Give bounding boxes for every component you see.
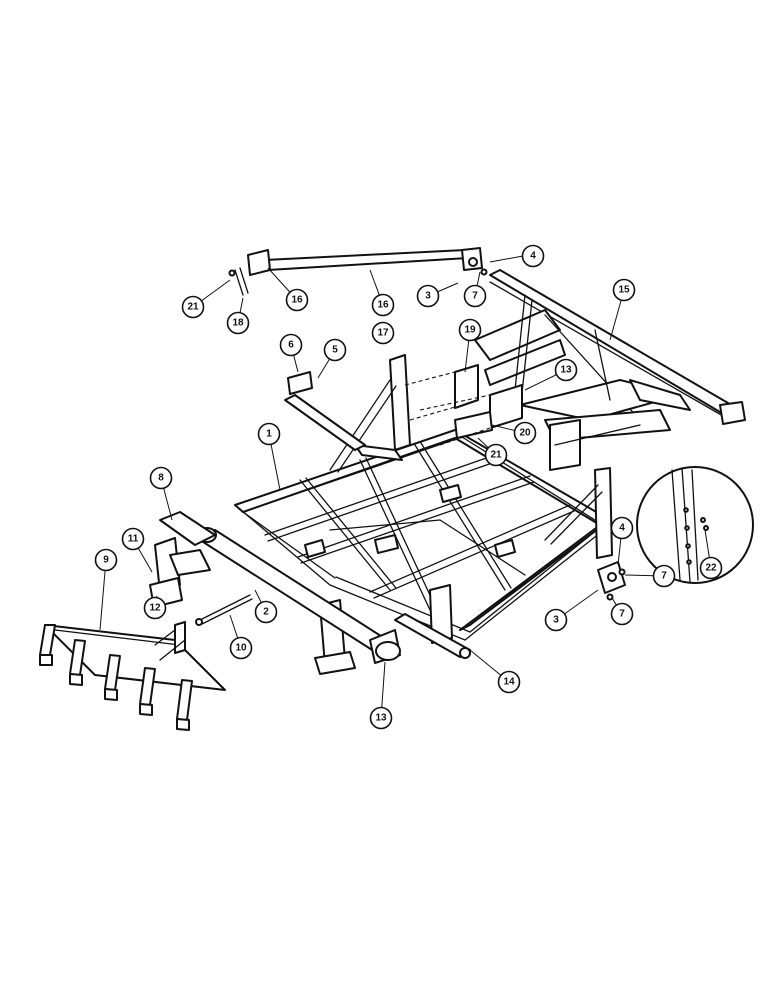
callout-balloon-19: 19 (458, 318, 482, 342)
callout-balloon-7: 7 (652, 564, 676, 588)
callout-label: 17 (377, 328, 389, 339)
callout-label: 16 (291, 295, 303, 306)
top-link (228, 247, 488, 296)
callout-label: 1 (266, 429, 272, 440)
wing-frame (474, 269, 746, 471)
callout-balloon-15: 15 (612, 278, 636, 302)
callout-label: 2 (263, 607, 269, 618)
callout-label: 9 (103, 555, 109, 566)
callout-balloon-4: 4 (521, 244, 545, 268)
callout-balloon-7: 7 (463, 284, 487, 308)
callout-balloon-7: 7 (610, 602, 634, 626)
callout-balloon-16: 16 (285, 288, 309, 312)
detail-inset (636, 466, 754, 584)
callout-label: 3 (425, 291, 431, 302)
callout-balloon-3: 3 (416, 284, 440, 308)
callout-balloon-13: 13 (369, 706, 393, 730)
callout-balloon-4: 4 (610, 516, 634, 540)
callout-label: 4 (530, 251, 536, 262)
callout-label: 4 (619, 523, 625, 534)
callout-balloon-10: 10 (229, 636, 253, 660)
callout-label: 21 (490, 450, 502, 461)
callout-balloon-8: 8 (149, 466, 173, 490)
spacer-plates (404, 364, 523, 446)
right-pivot (597, 561, 626, 601)
callout-label: 10 (235, 643, 247, 654)
callout-balloon-20: 20 (513, 421, 537, 445)
shank-bracket (149, 511, 216, 608)
callout-balloon-6: 6 (279, 333, 303, 357)
callout-balloon-13: 13 (554, 358, 578, 382)
callout-label: 7 (619, 609, 625, 620)
callout-balloon-12: 12 (143, 596, 167, 620)
callout-balloon-14: 14 (497, 670, 521, 694)
callout-label: 13 (375, 713, 387, 724)
callout-balloon-18: 18 (226, 311, 250, 335)
callout-balloon-3: 3 (544, 608, 568, 632)
callout-label: 14 (503, 677, 515, 688)
shank-assembly (39, 621, 226, 731)
callout-balloon-16: 16 (371, 293, 395, 317)
callout-label: 19 (464, 325, 476, 336)
callout-balloon-22: 22 (699, 556, 723, 580)
callout-label: 11 (128, 534, 139, 545)
callout-balloon-5: 5 (323, 338, 347, 362)
callout-label: 3 (553, 615, 559, 626)
main-frame (234, 354, 613, 675)
callout-label: 21 (187, 302, 199, 313)
callout-label: 12 (149, 603, 161, 614)
callout-label: 5 (332, 345, 338, 356)
callout-balloon-9: 9 (94, 548, 118, 572)
wheel-hub (375, 641, 401, 661)
callout-balloon-2: 2 (254, 600, 278, 624)
callout-label: 20 (519, 428, 531, 439)
callout-label: 16 (377, 300, 389, 311)
callout-balloon-1: 1 (257, 422, 281, 446)
callout-label: 13 (560, 365, 572, 376)
leader-lines (99, 255, 712, 719)
callout-label: 7 (661, 571, 667, 582)
callout-label: 8 (158, 473, 164, 484)
callout-balloon-21: 21 (484, 443, 508, 467)
long-bolt (195, 594, 253, 626)
callout-label: 7 (472, 291, 478, 302)
callout-label: 18 (232, 318, 244, 329)
callout-label: 6 (288, 340, 294, 351)
callout-balloon-21: 21 (181, 295, 205, 319)
callout-label: 15 (618, 285, 630, 296)
front-cross-tube (197, 527, 401, 664)
callout-label: 22 (705, 563, 717, 574)
callout-balloon-17: 17 (371, 321, 395, 345)
callout-balloon-11: 11 (121, 527, 145, 551)
